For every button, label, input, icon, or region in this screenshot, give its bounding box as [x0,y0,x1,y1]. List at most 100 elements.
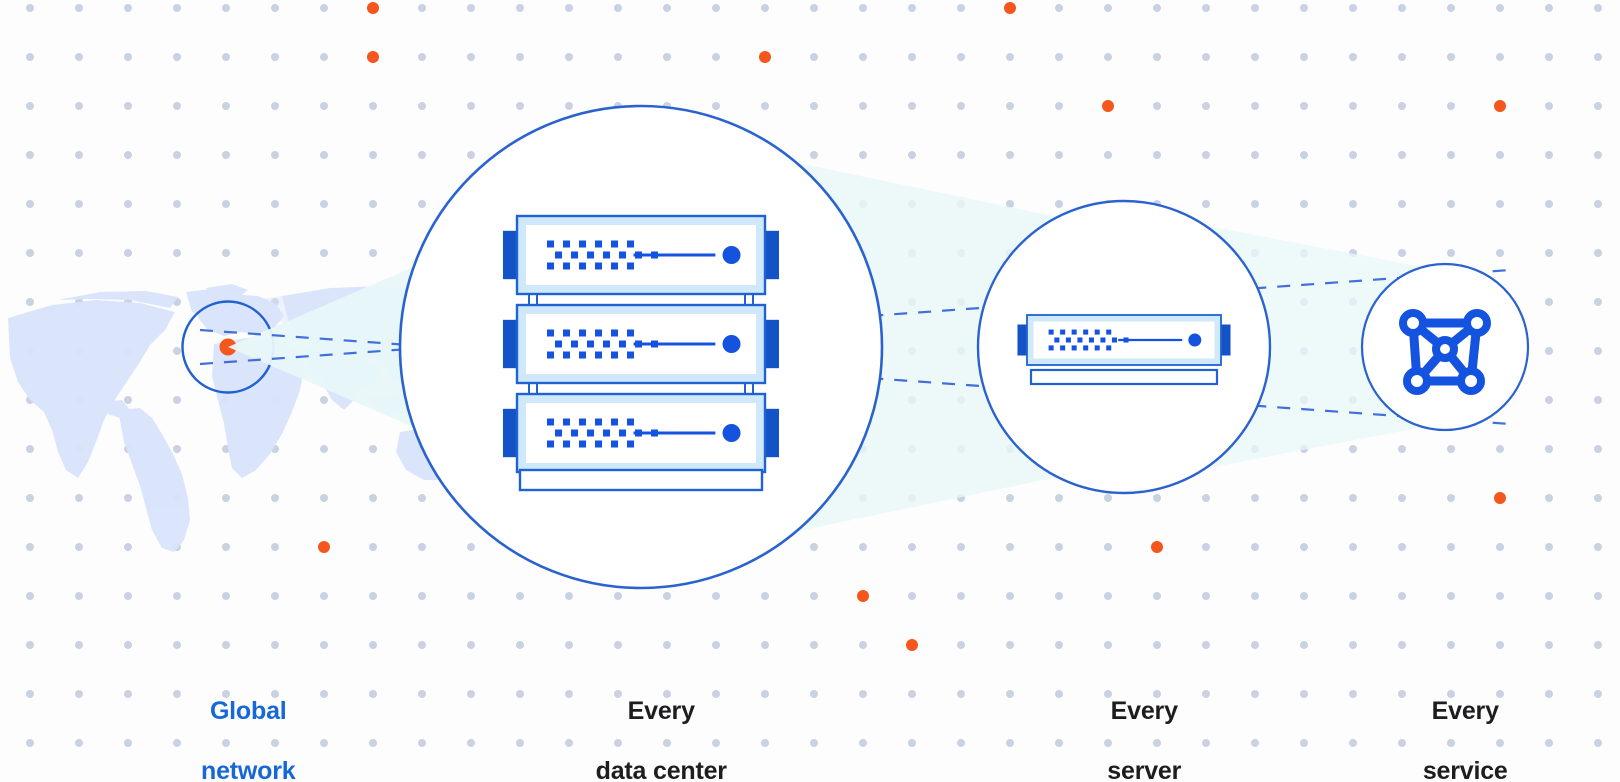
grid-dot [369,690,377,698]
grid-dot [908,739,916,747]
server-unit [503,214,779,296]
grid-dot [369,494,377,502]
grid-dot [761,641,769,649]
grid-dot [712,102,720,110]
grid-dot [1104,641,1112,649]
grid-dot [1104,690,1112,698]
grid-dot [908,102,916,110]
grid-dot [1496,445,1504,453]
grid-dot [1398,739,1406,747]
grid-dot [418,739,426,747]
vent-dot [595,351,602,359]
grid-dot [957,151,965,159]
grid-dot [663,739,671,747]
grid-dot [908,592,916,600]
grid-dot [26,543,34,551]
grid-dot [908,151,916,159]
vent-dot [1054,337,1060,343]
grid-dot-accent [1004,2,1016,14]
grid-dot-accent [367,51,379,63]
grid-dot [908,690,916,698]
grid-dot [957,543,965,551]
grid-dot [516,739,524,747]
grid-dot [1349,641,1357,649]
grid-dot [1300,641,1308,649]
grid-dot [908,4,916,12]
grid-dot [1006,690,1014,698]
grid-dot [124,396,132,404]
grid-dot [1594,4,1602,12]
grid-dot [222,200,230,208]
grid-dot [761,4,769,12]
grid-dot [1202,739,1210,747]
vent-dot [1106,329,1112,335]
grid-dot [1153,690,1161,698]
grid-dot [1398,690,1406,698]
grid-dot [467,53,475,61]
grid-dot [320,592,328,600]
grid-dot [1545,641,1553,649]
vent-dot [611,351,618,359]
vent-dot [563,418,570,426]
server-unit-left-tab [1017,324,1029,356]
grid-dot [859,4,867,12]
grid-dot [1251,200,1259,208]
grid-dot [1545,4,1553,12]
grid-dot [173,4,181,12]
vent-dot [547,262,554,270]
grid-dot [1300,690,1308,698]
vent-dot [563,329,570,337]
grid-dot [1202,494,1210,502]
grid-dot [859,641,867,649]
grid-dot [516,4,524,12]
grid-dot [1594,53,1602,61]
grid-dot [1104,592,1112,600]
grid-dot [1594,151,1602,159]
grid-dot [222,249,230,257]
grid-dot [810,151,818,159]
vent-dot [563,240,570,248]
grid-dot [173,200,181,208]
grid-dot [810,592,818,600]
grid-dot [1594,739,1602,747]
grid-dot-accent [318,541,330,553]
vent-dot [1094,345,1100,351]
grid-dot [1545,200,1553,208]
vent-dot [611,440,618,448]
vent-dot [571,251,578,259]
vent-dot [563,262,570,270]
grid-dot [271,641,279,649]
grid-dot-accent [367,2,379,14]
grid-dot [1398,592,1406,600]
grid-dot [810,543,818,551]
grid-dot [173,102,181,110]
vent-dot [555,251,562,259]
grid-dot [908,543,916,551]
grid-dot [565,53,573,61]
grid-dot [614,690,622,698]
grid-dot-accent [759,51,771,63]
grid-dot [1006,641,1014,649]
grid-dot [1447,151,1455,159]
server-unit [503,392,779,474]
grid-dot [1447,445,1455,453]
node-graph-nodes [1399,309,1491,395]
vent-dot [579,440,586,448]
server-unit-left-tab [503,408,519,458]
vent-dot [1106,345,1112,351]
grid-dot [1202,592,1210,600]
grid-dot [173,739,181,747]
grid-dot [614,4,622,12]
grid-dot [173,445,181,453]
grid-dot-accent [1494,100,1506,112]
grid-dot [516,592,524,600]
vent-dot [627,240,634,248]
grid-dot [1398,200,1406,208]
vent-dot [1077,337,1083,343]
grid-dot [320,53,328,61]
grid-dot [418,641,426,649]
grid-dot [1545,53,1553,61]
grid-dot [75,53,83,61]
vent-dot [1060,329,1066,335]
